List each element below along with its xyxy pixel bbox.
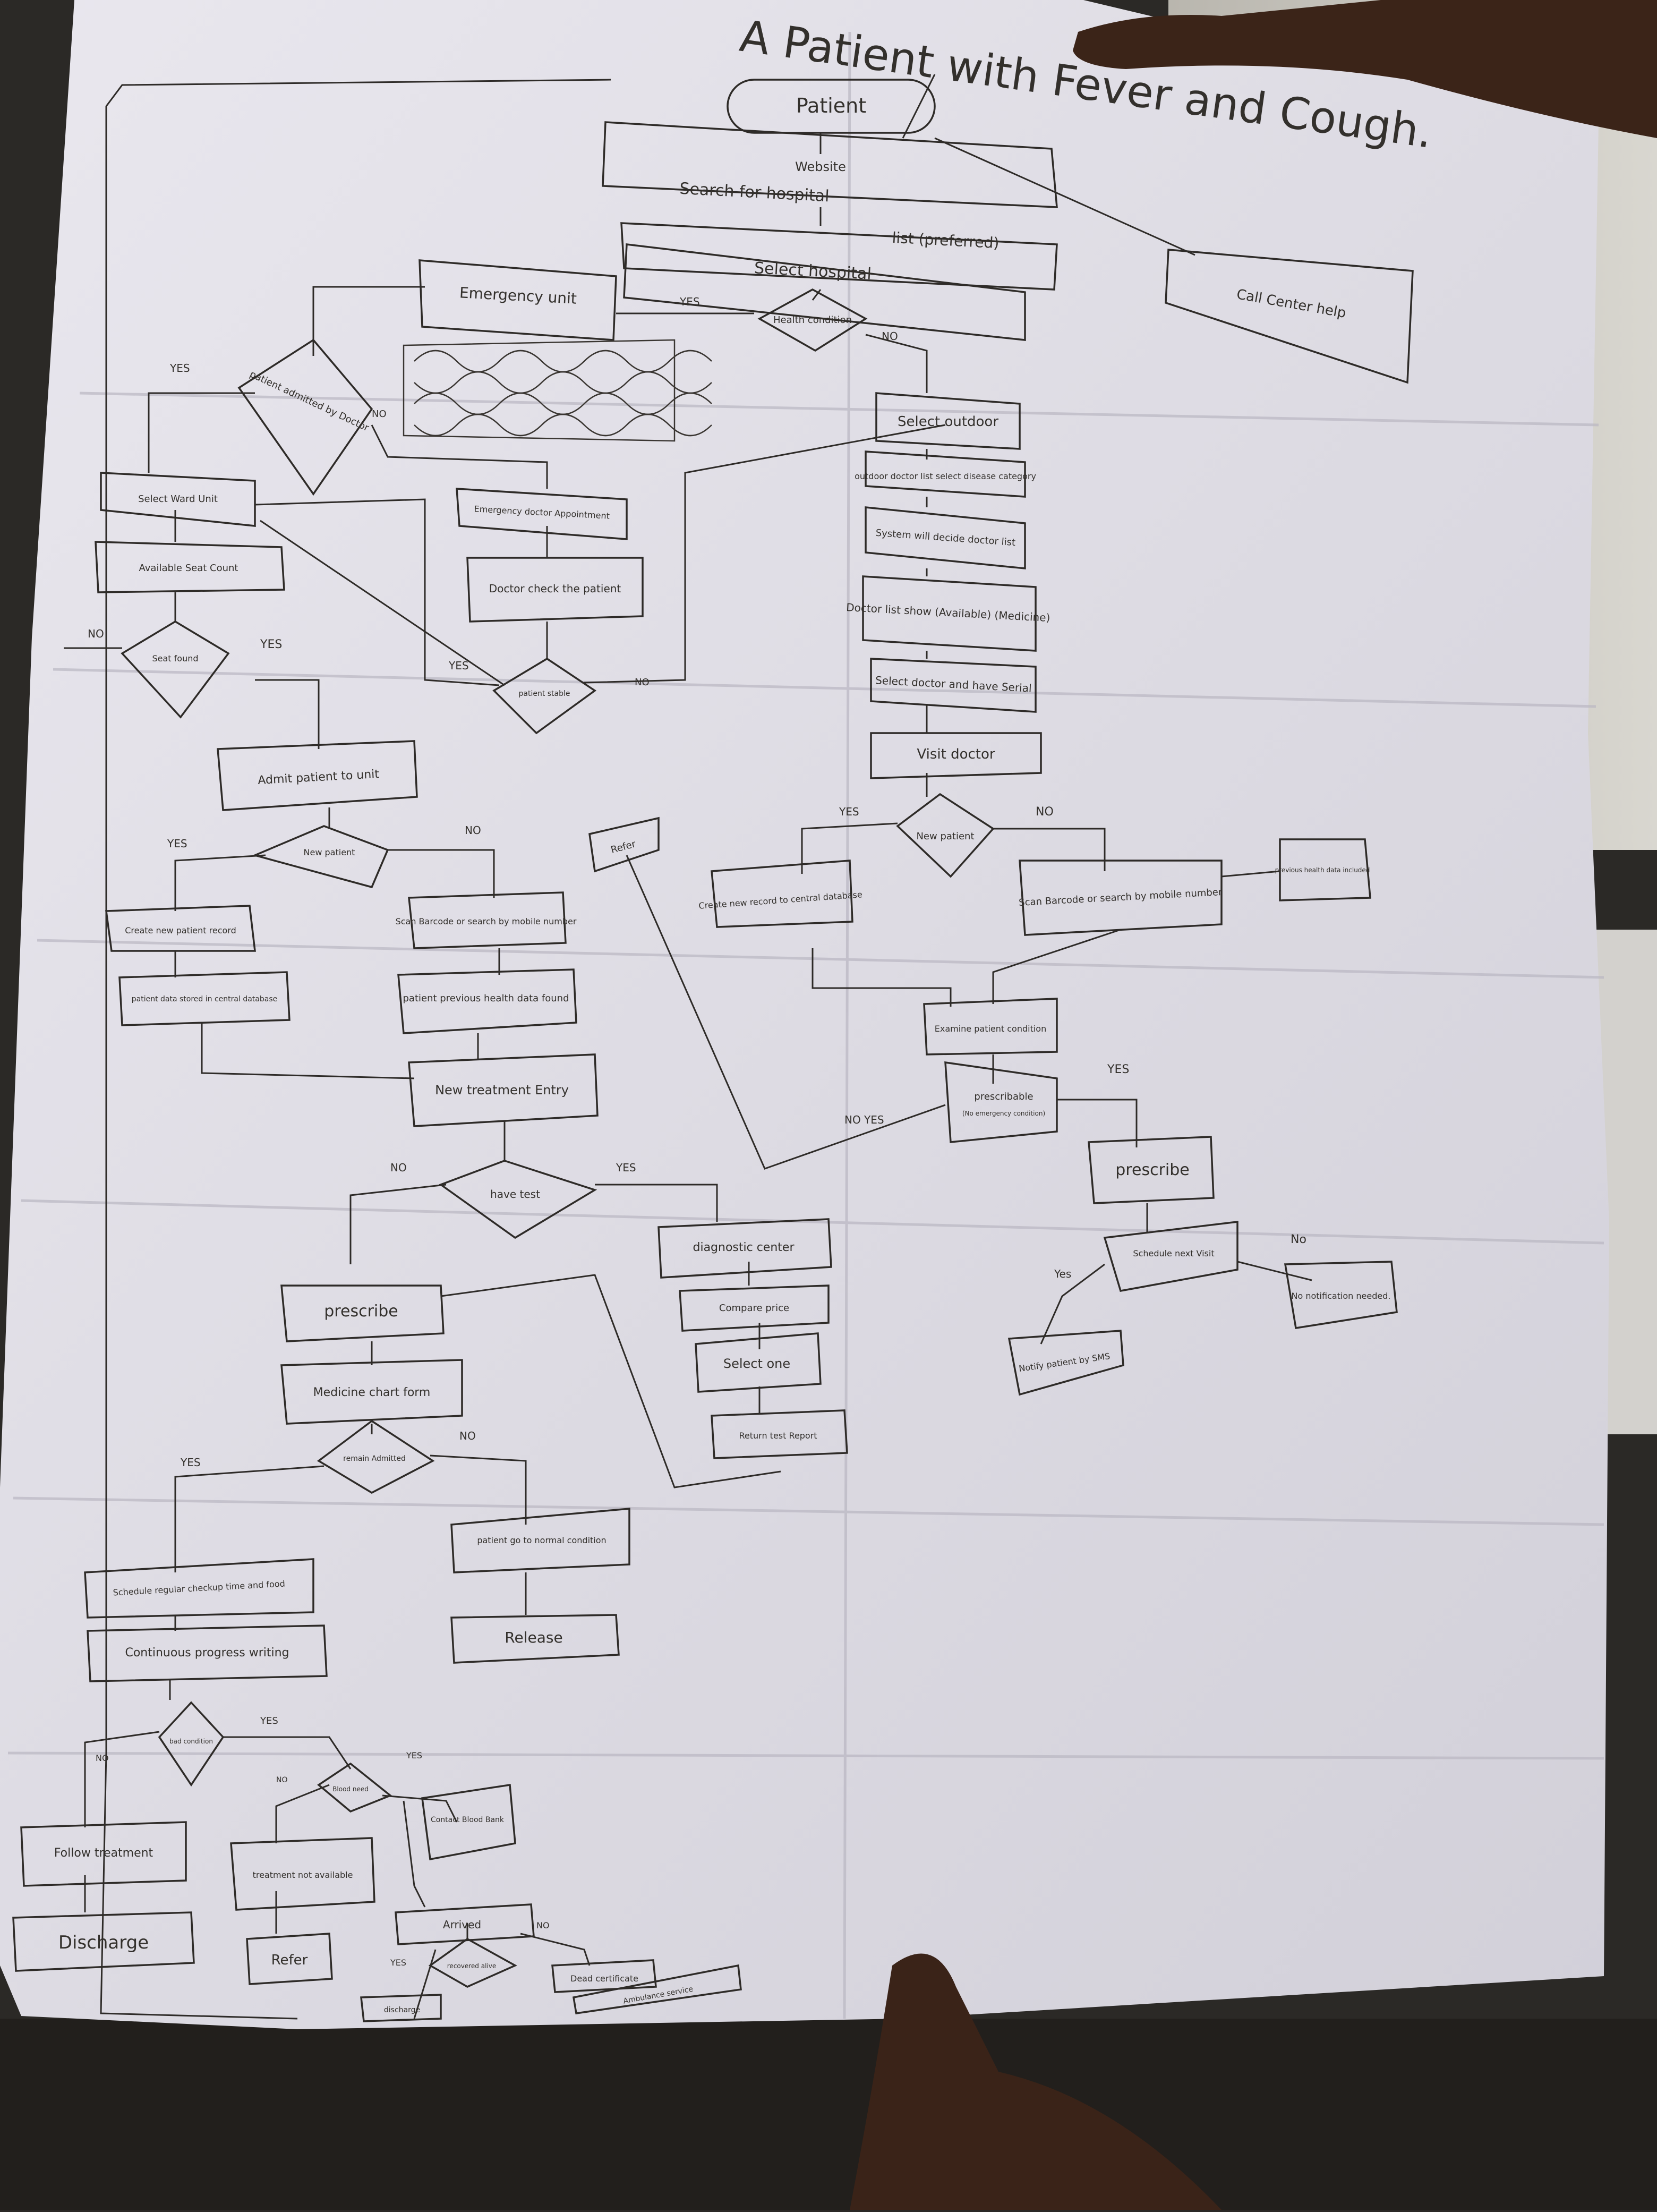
branch-no-admitted: NO [372,409,387,420]
label-seat-found: Seat found [152,653,198,663]
label-arrived: Arrived [443,1918,481,1931]
label-health-condition: Health condition [773,314,852,326]
label-contact-blood-bank: Contact Blood Bank [431,1816,505,1824]
label-bad-condition: bad condition [169,1738,213,1745]
branch-no-yes-prescribable: NO YES [844,1113,884,1126]
branch-no-schedule: No [1291,1233,1306,1246]
label-patient-stable: patient stable [518,690,570,698]
branch-yes-seat: YES [260,638,282,651]
label-prescribe-l: prescribe [324,1302,398,1321]
branch-no-blood: NO [276,1776,288,1784]
branch-yes-stable: YES [448,659,469,672]
label-outdoor-doctor: outdoor doctor list select disease categ… [855,471,1036,481]
label-recovered: recovered alive [447,1962,496,1970]
hand-bottom [850,1953,1222,2210]
label-blood-needed: Blood need [332,1785,369,1793]
shapes [12,79,1414,2022]
label-remain-admitted: remain Admitted [343,1454,406,1463]
label-release: Release [505,1629,562,1646]
label-prescribable-sub: (No emergency condition) [962,1110,1045,1117]
label-data-stored: patient data stored in central database [132,995,277,1003]
branch-yes-blood: YES [406,1750,422,1760]
label-prescribe-r: prescribe [1115,1161,1189,1179]
label-compare-price: Compare price [719,1303,789,1314]
label-select-one: Select one [723,1356,790,1371]
hand-top [1073,0,1657,138]
label-select-outdoor: Select outdoor [898,414,998,430]
label-select-ward: Select Ward Unit [138,494,218,505]
label-visit-doctor: Visit doctor [917,746,995,762]
paper-sheet [0,0,1609,2029]
label-prev-data-found: patient previous health data found [403,993,569,1004]
branch-labels: YES NO YES NO NO YES YES NO YES NO YES N… [88,295,1306,1968]
branch-no-seat: NO [88,627,104,640]
label-website: Website [795,159,846,174]
branch-yes-bad: YES [260,1715,278,1726]
label-discharge: Discharge [58,1932,149,1953]
branch-yes-recovered: YES [390,1958,406,1968]
label-treatment-not-available: treatment not available [253,1870,353,1880]
branch-yes-new-r: YES [839,805,859,818]
branch-yes-prescribable: YES [1107,1063,1129,1076]
paper-folds [7,31,1604,2019]
label-examine: Examine patient condition [935,1024,1046,1034]
branch-yes-remain: YES [180,1456,201,1469]
label-new-treatment: New treatment Entry [435,1083,569,1098]
label-dead-certificate: Dead certificate [570,1973,638,1984]
label-follow-treatment: Follow treatment [54,1847,153,1860]
label-continuous-progress: Continuous progress writing [125,1646,289,1660]
label-new-patient-r: New patient [916,831,974,842]
branch-yes-admitted: YES [169,362,190,375]
scribble [403,339,712,442]
branch-no-stable: NO [635,677,650,688]
branch-yes-test: YES [616,1161,636,1174]
node-labels: Patient Website Search for hospital list… [54,94,1391,2014]
label-patient: Patient [796,94,866,117]
branch-no-remain: NO [459,1430,476,1442]
branch-no-health: NO [882,330,898,343]
label-available-seat: Available Seat Count [139,563,238,574]
label-discharge-small: discharge [384,2006,420,2014]
branch-no-new-r: NO [1036,805,1054,819]
label-refer-bottom: Refer [271,1952,308,1968]
label-medicine-chart: Medicine chart form [313,1386,431,1399]
branch-no-test: NO [390,1161,407,1174]
label-no-notification: No notification needed. [1292,1291,1391,1301]
branch-no-recovered: NO [536,1920,550,1930]
label-diagnostic-center: diagnostic center [693,1241,795,1254]
label-doctor-check: Doctor check the patient [489,582,621,595]
branch-no-bad: NO [96,1753,109,1763]
branch-yes-new-l: YES [167,837,187,850]
branch-yes-schedule: Yes [1054,1267,1071,1280]
label-previous-data-incl: previous health data included [1275,866,1370,874]
label-new-patient-l: New patient [304,847,355,857]
label-scan-barcode-l: Scan Barcode or search by mobile number [396,916,577,926]
label-create-new-l: Create new patient record [125,925,236,935]
label-normal-condition: patient go to normal condition [477,1535,606,1545]
table [0,2019,1657,2210]
label-return-report: Return test Report [739,1431,817,1441]
branch-no-new-l: NO [465,824,481,837]
label-schedule-next: Schedule next Visit [1133,1248,1214,1258]
label-have-test: have test [490,1188,540,1201]
branch-yes-health: YES [679,295,700,308]
label-prescribable: prescribable [974,1091,1033,1102]
